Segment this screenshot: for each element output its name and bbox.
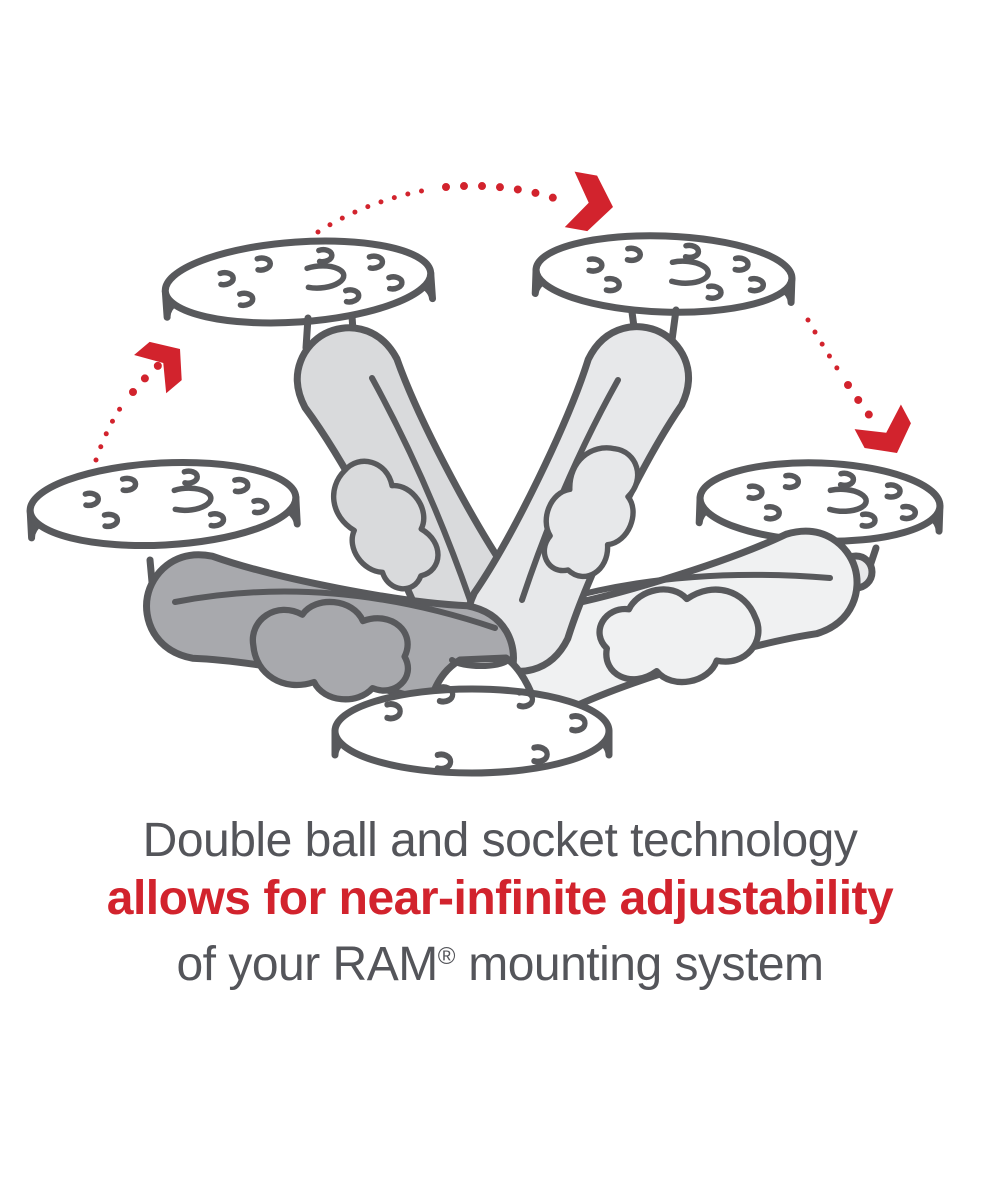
product-illustration <box>26 171 944 777</box>
round-ball-plate-top-right <box>531 232 796 316</box>
round-base-plate-bottom <box>331 654 613 777</box>
round-ball-plate-right <box>695 459 944 545</box>
caption-line-1: Double ball and socket technology <box>142 814 858 867</box>
motion-arrow-left-icon <box>93 329 197 463</box>
caption-line-3-text: mounting system <box>455 938 824 991</box>
caption-line-3-text: of your RAM <box>176 938 438 991</box>
round-ball-plate-left <box>26 458 301 550</box>
double-socket-arm-right-position <box>484 518 870 726</box>
registered-trademark-symbol: ® <box>437 943 456 970</box>
double-socket-arm-upper-left-position <box>279 309 545 686</box>
double-socket-arm-left-position <box>137 545 522 718</box>
caption: Double ball and socket technology allows… <box>0 812 1000 994</box>
round-ball-plate-top-left <box>161 237 436 327</box>
caption-line-2: allows for near-infinite adjustability <box>106 872 894 925</box>
caption-line-3: of your RAM® mounting system <box>0 928 1000 994</box>
motion-arrow-right-icon <box>805 317 921 466</box>
double-socket-arm-upper-right-position <box>450 309 707 689</box>
motion-arrow-top-icon <box>315 171 618 235</box>
